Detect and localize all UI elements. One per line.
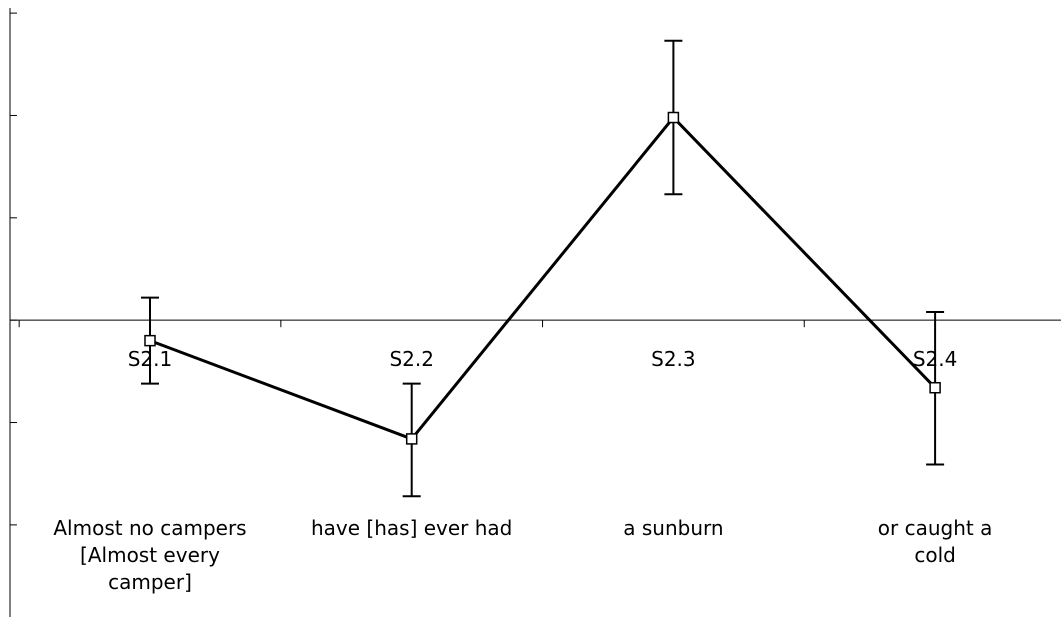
phrase-label-line: cold (914, 543, 955, 567)
phrase-label: a sunburn (623, 516, 723, 540)
phrase-label-line: camper] (108, 570, 192, 594)
phrase-label: or caught a cold (878, 516, 993, 567)
data-point (929, 381, 941, 394)
data-point (405, 433, 418, 445)
axes (9, 8, 1061, 617)
phrase-labels: Almost no campers [Almost every camper] hav… (53, 516, 992, 594)
phrase-label-line: Almost no campers (53, 516, 246, 540)
phrase-label: Almost no campers [Almost every camper] (53, 516, 246, 594)
data-point (144, 334, 156, 347)
phrase-label-line: a sunburn (623, 516, 723, 540)
phrase-label-line: have [has] ever had (311, 516, 512, 540)
category-labels: S2.1 S2.2 S2.3 S2.4 (128, 347, 958, 371)
category-label: S2.3 (651, 347, 696, 371)
category-label: S2.2 (389, 347, 434, 371)
x-ticks (18, 320, 805, 328)
category-label: S2.4 (913, 347, 958, 371)
phrase-label-line: or caught a (878, 516, 993, 540)
phrase-label-line: [Almost every (80, 543, 220, 567)
phrase-label: have [has] ever had (311, 516, 512, 540)
series-line (149, 115, 937, 441)
category-label: S2.1 (128, 347, 173, 371)
data-point (667, 111, 680, 124)
y-ticks (10, 12, 17, 526)
error-bars (141, 39, 945, 498)
markers (144, 111, 941, 445)
